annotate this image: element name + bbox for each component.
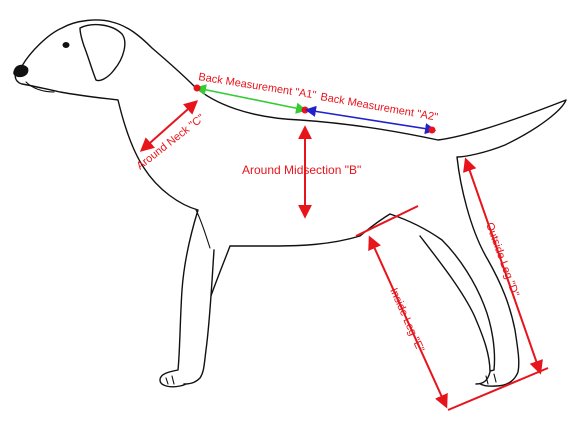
back-measurement-a2-arrow [304, 105, 437, 135]
outside-leg-arrow [463, 157, 543, 375]
dog-eye [62, 42, 70, 48]
dog-nose [13, 64, 29, 78]
back-measurement-a2-label: Back Measurement "A2" [319, 91, 438, 124]
far-front-leg [183, 249, 215, 385]
around-neck-arrow [139, 100, 199, 152]
midsection-label: Around Midsection "B" [242, 163, 361, 177]
inside-leg-arrow [368, 235, 448, 409]
dog-ear [79, 23, 126, 82]
front-paw-detail [165, 375, 175, 385]
a2-end-dot [428, 126, 436, 134]
back-measurement-a1-arrow [194, 84, 308, 114]
hind-paw-detail [485, 373, 497, 385]
inside-leg-top-line [355, 205, 419, 237]
a1-start-dot [193, 84, 201, 92]
inside-leg-label: Inside Leg "E" [387, 286, 426, 354]
chest-detail [195, 209, 211, 249]
outside-leg-base-line [447, 367, 549, 411]
back-measurement-a1-label: Back Measurement "A1" [198, 71, 318, 101]
dog-mouth [25, 81, 55, 93]
